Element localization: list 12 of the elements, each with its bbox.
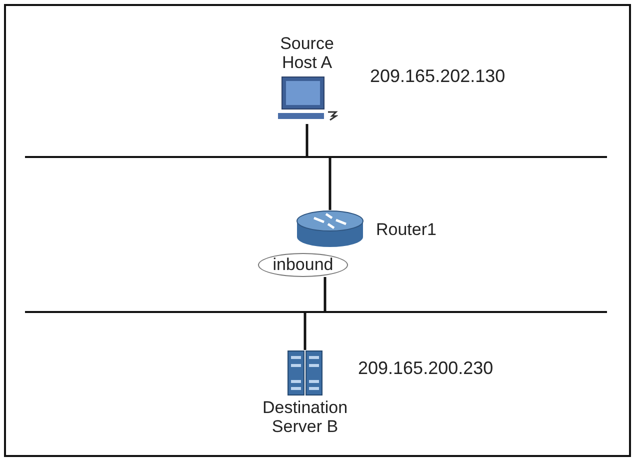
- network-link: [324, 277, 326, 311]
- network-link: [328, 158, 332, 210]
- network-segment-line: [25, 156, 607, 158]
- ip-address: 209.165.202.130: [370, 66, 506, 87]
- network-link: [306, 124, 308, 156]
- device-label: Source Host A: [279, 34, 335, 72]
- device-label: Destination Server B: [261, 398, 349, 436]
- ip-address: 209.165.200.230: [358, 358, 494, 379]
- interface-label: inbound: [258, 253, 348, 277]
- device-label: Router1: [376, 220, 436, 238]
- network-segment-line: [25, 311, 607, 313]
- network-link: [304, 313, 306, 350]
